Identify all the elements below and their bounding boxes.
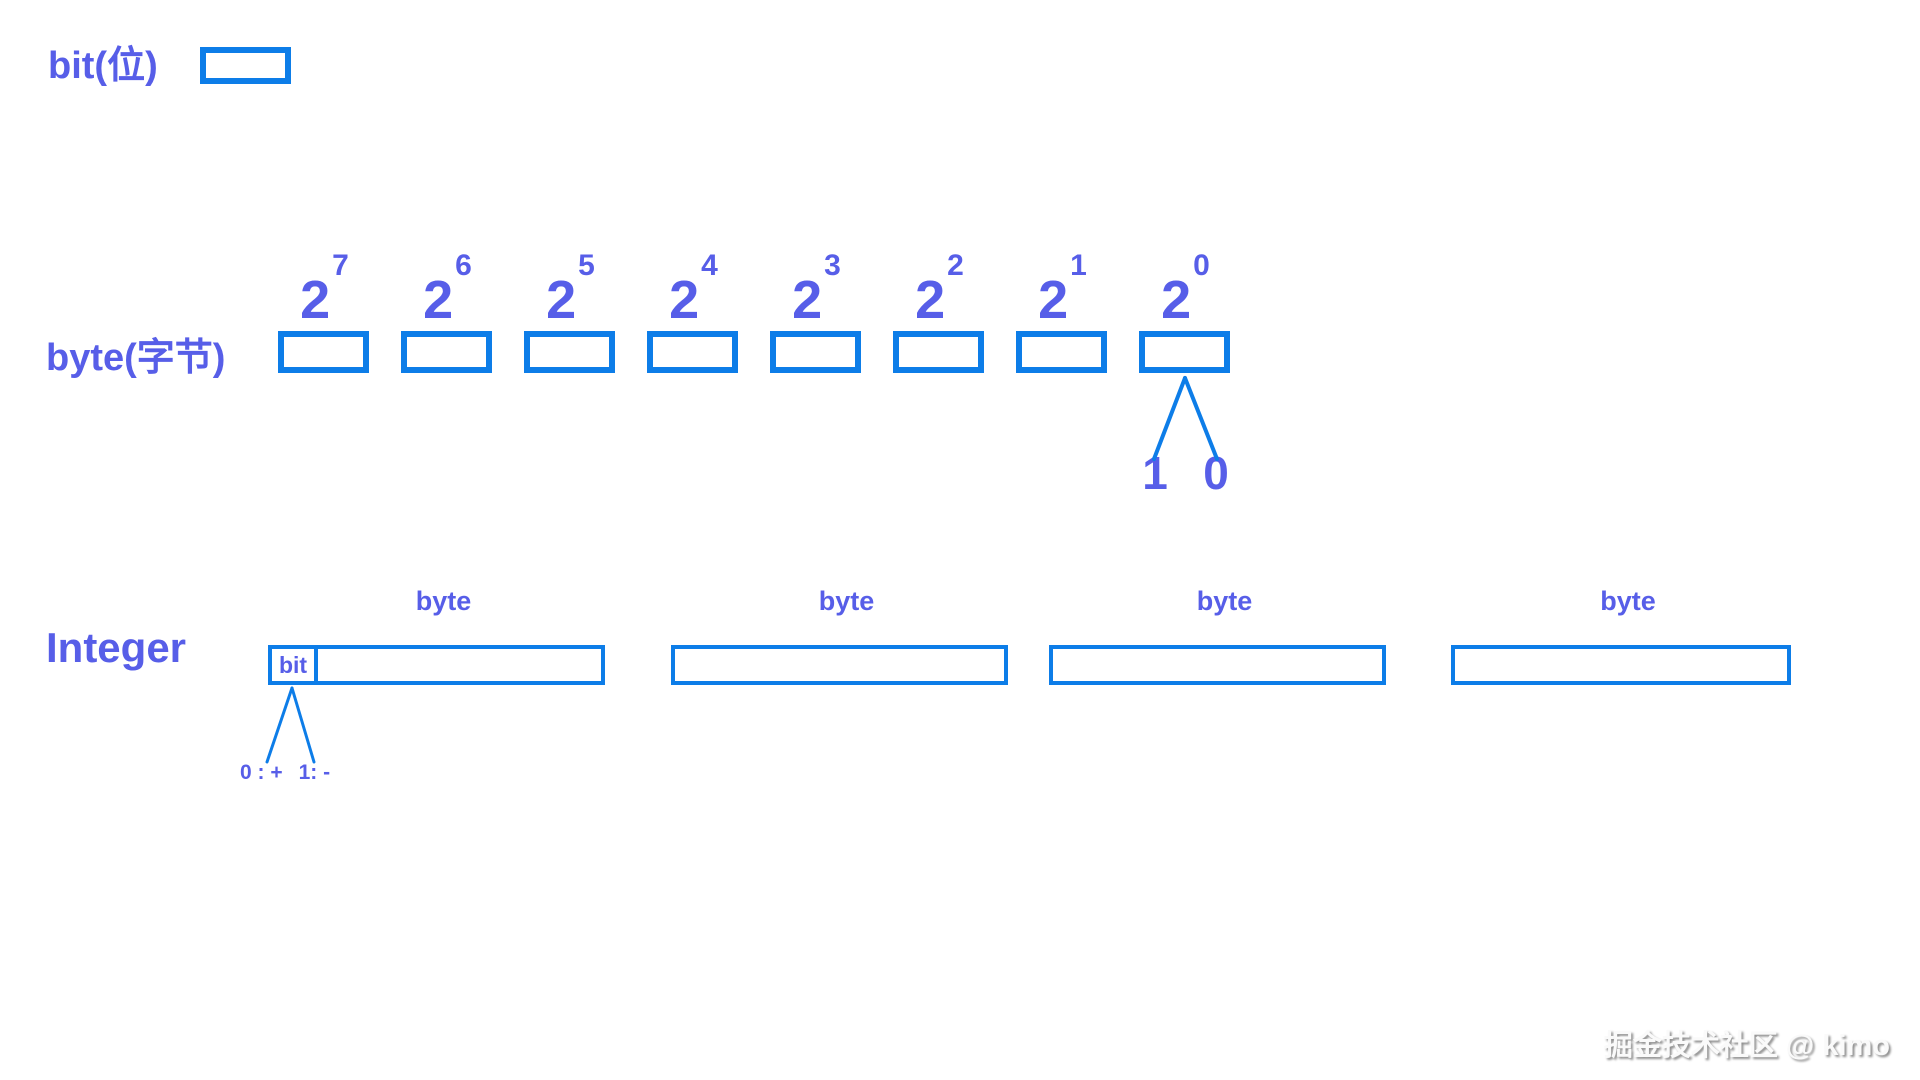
integer-byte-label: byte <box>1196 586 1253 616</box>
byte-cell-6: 26 <box>401 243 492 373</box>
power-base: 2 <box>792 270 823 330</box>
power-base: 2 <box>669 270 700 330</box>
power-base: 2 <box>1038 270 1069 330</box>
power-exponent: 2 <box>947 249 964 282</box>
byte-row-label: byte(字节) <box>46 337 226 379</box>
power-label-5: 25 <box>524 251 615 330</box>
sign-bit-cell: bit <box>272 649 318 681</box>
power-exponent: 3 <box>824 249 841 282</box>
integer-byte-group-3: byte <box>1049 586 1386 686</box>
power-base: 2 <box>546 270 577 330</box>
bit-value-one: 1 <box>1142 447 1168 499</box>
sign-branch-line-right <box>290 686 316 764</box>
power-base: 2 <box>300 270 331 330</box>
integer-byte-box-3 <box>1049 645 1386 685</box>
bit-box-7 <box>278 331 369 373</box>
integer-byte-box-4 <box>1451 645 1791 685</box>
bit-box-2 <box>893 331 984 373</box>
byte-cell-2: 22 <box>893 243 984 373</box>
bit-box-5 <box>524 331 615 373</box>
sign-branch-line-left <box>265 686 294 764</box>
power-exponent: 1 <box>1070 249 1087 282</box>
byte-cell-5: 25 <box>524 243 615 373</box>
power-exponent: 5 <box>578 249 595 282</box>
byte-cell-7: 27 <box>278 243 369 373</box>
power-label-3: 23 <box>770 251 861 330</box>
sign-negative-label: 1: - <box>298 761 331 784</box>
integer-byte-label: byte <box>415 586 472 616</box>
power-label-7: 27 <box>278 251 369 330</box>
bit-box-4 <box>647 331 738 373</box>
power-exponent: 7 <box>332 249 349 282</box>
bit-value-zero: 0 <box>1203 447 1229 499</box>
power-base: 2 <box>1161 270 1192 330</box>
byte-cell-3: 23 <box>770 243 861 373</box>
byte-cell-1: 21 <box>1016 243 1107 373</box>
bit-box-1 <box>1016 331 1107 373</box>
power-label-0: 20 <box>1139 251 1230 330</box>
integer-byte-box-1: bit <box>268 645 605 685</box>
integer-byte-label: byte <box>1600 586 1656 616</box>
byte-cell-0: 20 <box>1139 243 1230 373</box>
bit-box-6 <box>401 331 492 373</box>
byte-cell-4: 24 <box>647 243 738 373</box>
power-base: 2 <box>423 270 454 330</box>
integer-byte-label: byte <box>818 586 875 616</box>
power-exponent: 0 <box>1193 249 1210 282</box>
power-base: 2 <box>915 270 946 330</box>
watermark: 掘金技术社区 @ kimo <box>1603 1030 1890 1062</box>
power-label-1: 21 <box>1016 251 1107 330</box>
bit-row-label: bit(位) <box>48 45 158 87</box>
integer-byte-group-2: byte <box>671 586 1008 686</box>
power-exponent: 4 <box>701 249 718 282</box>
sign-legend: 0 : + 1: - <box>240 761 330 785</box>
sign-positive-label: 0 : + <box>240 761 283 784</box>
integer-byte-group-1: byte bit <box>268 586 605 686</box>
power-label-4: 24 <box>647 251 738 330</box>
single-bit-box <box>200 47 291 84</box>
integer-byte-group-4: byte <box>1451 586 1791 686</box>
bit-box-3 <box>770 331 861 373</box>
power-label-2: 22 <box>893 251 984 330</box>
integer-byte-box-2 <box>671 645 1008 685</box>
bit-box-0 <box>1139 331 1230 373</box>
power-label-6: 26 <box>401 251 492 330</box>
integer-row-label: Integer <box>46 624 187 671</box>
power-exponent: 6 <box>455 249 472 282</box>
